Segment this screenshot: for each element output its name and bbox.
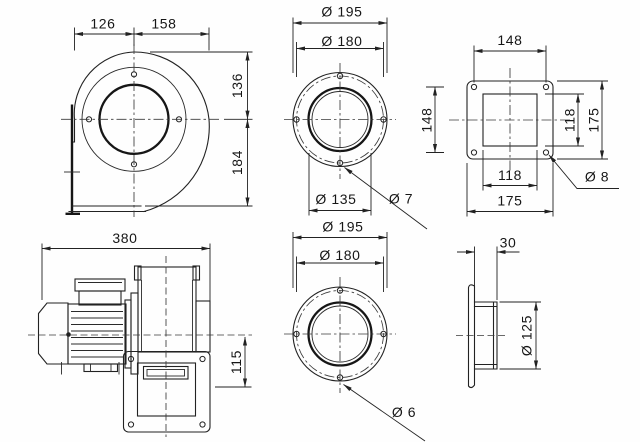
scroll-outlet-side	[195, 300, 211, 353]
extension-lines	[426, 45, 608, 217]
dim-label-opening-width: 118	[498, 167, 522, 183]
dim-label-height-upper: 136	[229, 73, 245, 98]
dim-label-depth: 30	[500, 235, 517, 251]
view-inlet-flange-b: Ø 195 Ø 180 Ø 6	[284, 219, 426, 442]
dim-label-bolt-circle: Ø 180	[321, 33, 362, 49]
extension-lines	[41, 243, 252, 388]
dim-label-bolt-hole: Ø 6	[392, 404, 416, 420]
dim-label-bolt-hole: Ø 7	[389, 191, 413, 207]
dim-label-overall-length: 380	[112, 230, 137, 246]
dim-label-hole-spacing-y: 148	[419, 107, 435, 132]
dim-label-hole-spacing-x: 148	[497, 32, 522, 48]
drum-right-lip	[192, 265, 201, 281]
motor-end-cap	[37, 302, 69, 365]
dim-label-bolt-hole: Ø 8	[585, 169, 609, 185]
drum-left-lip	[133, 265, 142, 281]
view-inlet-flange-a: Ø 195 Ø 180 Ø 135 Ø 7	[284, 4, 428, 230]
dim-label-flange-width: 175	[497, 193, 522, 209]
leader-bolt-hole	[343, 384, 426, 442]
dim-label-diameter: Ø 125	[519, 315, 535, 356]
leader-bolt-hole	[344, 167, 428, 230]
extension-lines	[292, 232, 388, 292]
dim-label-flange-height: 175	[586, 107, 602, 132]
view-outlet-flange: 148 148 118 175 118 175 Ø 8	[419, 32, 619, 217]
terminal-box	[78, 290, 122, 306]
dim-label-opening-height: 118	[562, 108, 578, 132]
terminal-box-cap	[74, 278, 126, 292]
dim-label-inlet: Ø 135	[315, 191, 356, 207]
motor-cooling-fins	[71, 311, 123, 358]
dim-label-outer: Ø 195	[322, 219, 363, 235]
extension-lines	[74, 27, 253, 207]
outlet-opening	[136, 362, 197, 417]
dim-label-outer: Ø 195	[321, 4, 362, 20]
flange-bolt-holes	[127, 355, 206, 428]
extension-lines	[474, 246, 541, 370]
foot-bolt-ticks	[61, 362, 120, 375]
motor-foot	[83, 363, 119, 373]
flange-plate-profile	[467, 284, 476, 389]
motor-foot-slots	[90, 364, 112, 372]
dim-label-height-lower: 184	[229, 150, 245, 175]
dim-label-width-right: 158	[151, 16, 176, 32]
impeller-drum	[137, 266, 197, 353]
view-assembly-side: 380 115	[28, 230, 252, 437]
collar-profile	[473, 301, 498, 370]
dim-label-outlet-offset: 115	[228, 350, 244, 374]
dim-label-bolt-circle: Ø 180	[319, 247, 360, 263]
extension-lines	[292, 17, 388, 216]
leader-bolt-hole	[548, 154, 619, 189]
bolt-holes	[470, 83, 550, 156]
scroll-outline	[72, 51, 210, 213]
dim-label-width-left: 126	[90, 16, 115, 32]
view-inlet-collar-profile: 30 Ø 125	[456, 235, 541, 389]
outlet-flange-plate	[122, 350, 211, 433]
drum-wall-lines	[141, 280, 193, 352]
motor-body	[67, 303, 127, 365]
view-fan-housing-front: 126 158 136 184	[61, 16, 253, 217]
